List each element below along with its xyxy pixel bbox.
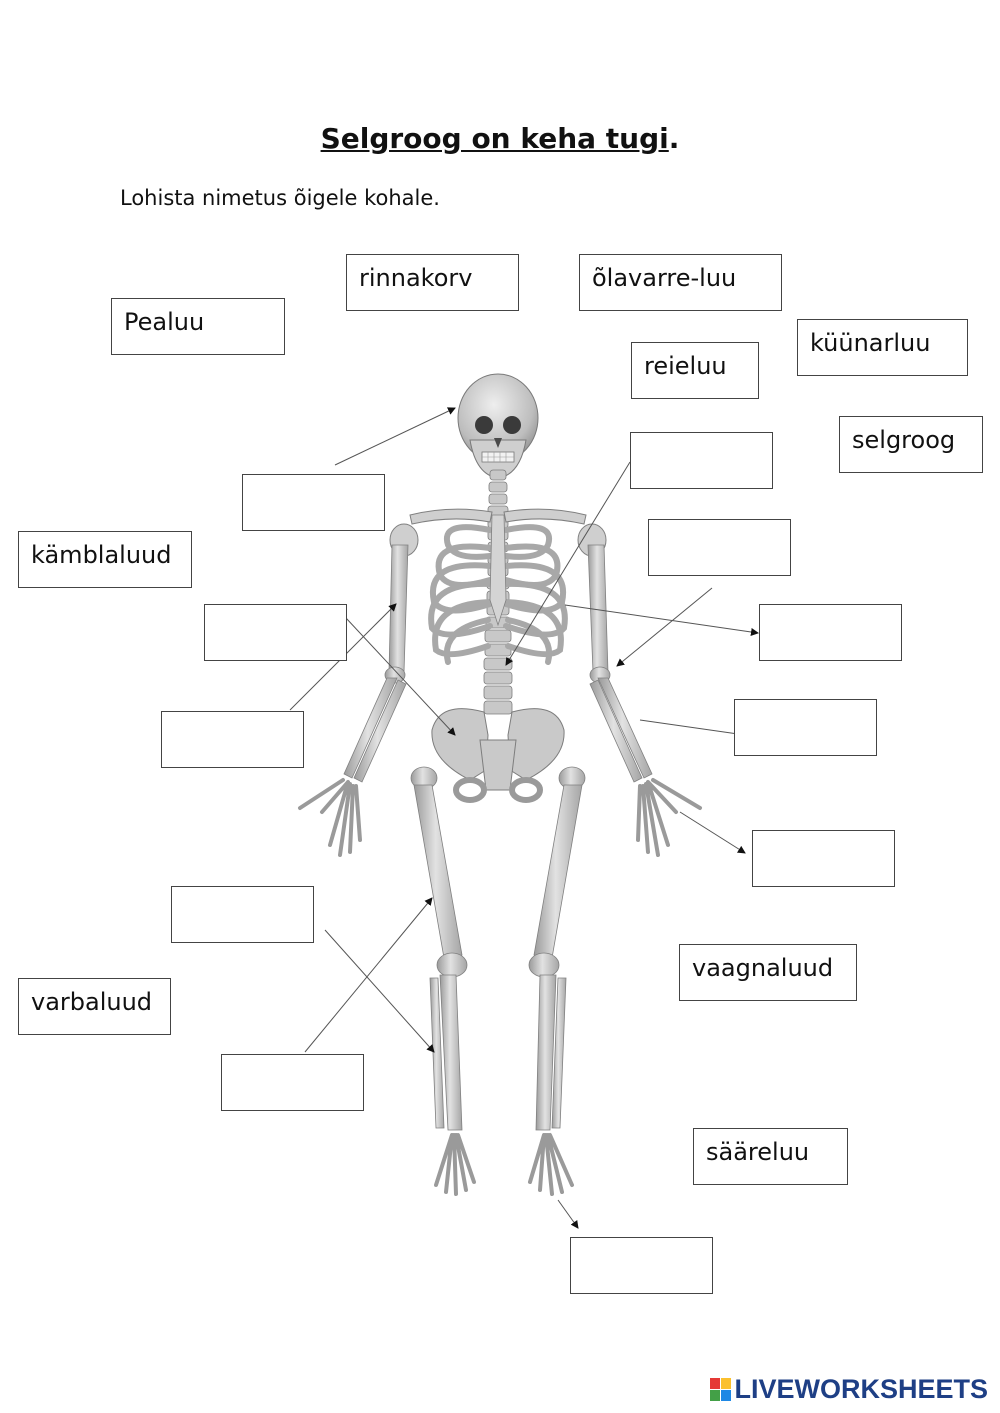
drop-zone-shin[interactable]: [171, 886, 314, 943]
pointer-line-upper-arm-right: [616, 587, 713, 667]
drop-zone-ribcage[interactable]: [759, 604, 902, 661]
word-saareluu[interactable]: sääreluu: [693, 1128, 848, 1185]
drop-zone-hand[interactable]: [752, 830, 895, 887]
word-vaagnaluud[interactable]: vaagnaluud: [679, 944, 857, 1001]
word-varbaluud[interactable]: varbaluud: [18, 978, 171, 1035]
drop-zone-spine[interactable]: [630, 432, 773, 489]
ribcage: [428, 524, 568, 665]
instruction-text: Lohista nimetus õigele kohale.: [120, 186, 440, 210]
legs: [410, 766, 586, 1131]
pointer-line-ribcage: [564, 604, 759, 636]
drop-zone-foot[interactable]: [570, 1237, 713, 1294]
skull: [457, 373, 539, 479]
word-olavarre-luu[interactable]: õlavarre-luu: [579, 254, 782, 311]
word-kamblaluud[interactable]: kämblaluud: [18, 531, 192, 588]
word-kyynarluu[interactable]: küünarluu: [797, 319, 968, 376]
feet: [434, 1133, 574, 1196]
drop-zone-upper-arm[interactable]: [648, 519, 791, 576]
word-selgroog[interactable]: selgroog: [839, 416, 983, 473]
drop-zone-pelvis[interactable]: [204, 604, 347, 661]
drop-zone-forearm[interactable]: [734, 699, 877, 756]
pointer-line-forearm: [639, 719, 746, 738]
pointer-line-skull: [334, 407, 456, 466]
arms: [343, 544, 653, 783]
pointer-line-pelvis: [345, 617, 456, 736]
sternum: [489, 514, 507, 627]
drop-zone-upper-arm-left[interactable]: [161, 711, 304, 768]
page-title: Selgroog on keha tugi.: [0, 122, 1000, 155]
brand-name: LIVEWORKSHEETS: [734, 1374, 988, 1404]
pointer-line-spine: [505, 461, 631, 666]
pointer-line-thigh: [304, 897, 433, 1053]
hands: [298, 778, 702, 857]
pointer-line-foot: [557, 1199, 579, 1229]
word-pealuu[interactable]: Pealuu: [111, 298, 285, 355]
drop-zone-thigh[interactable]: [221, 1054, 364, 1111]
title-suffix: .: [668, 122, 680, 155]
pointer-line-hand: [679, 811, 746, 854]
logo-blocks-icon: [710, 1378, 732, 1401]
word-rinnakorv[interactable]: rinnakorv: [346, 254, 519, 311]
pointer-line-shin: [324, 929, 435, 1053]
liveworksheets-logo: LIVEWORKSHEETS: [710, 1374, 988, 1405]
pelvis: [431, 708, 565, 803]
title-underlined: Selgroog on keha tugi: [320, 122, 669, 155]
drop-zone-skull[interactable]: [242, 474, 385, 531]
word-reieluu[interactable]: reieluu: [631, 342, 759, 399]
